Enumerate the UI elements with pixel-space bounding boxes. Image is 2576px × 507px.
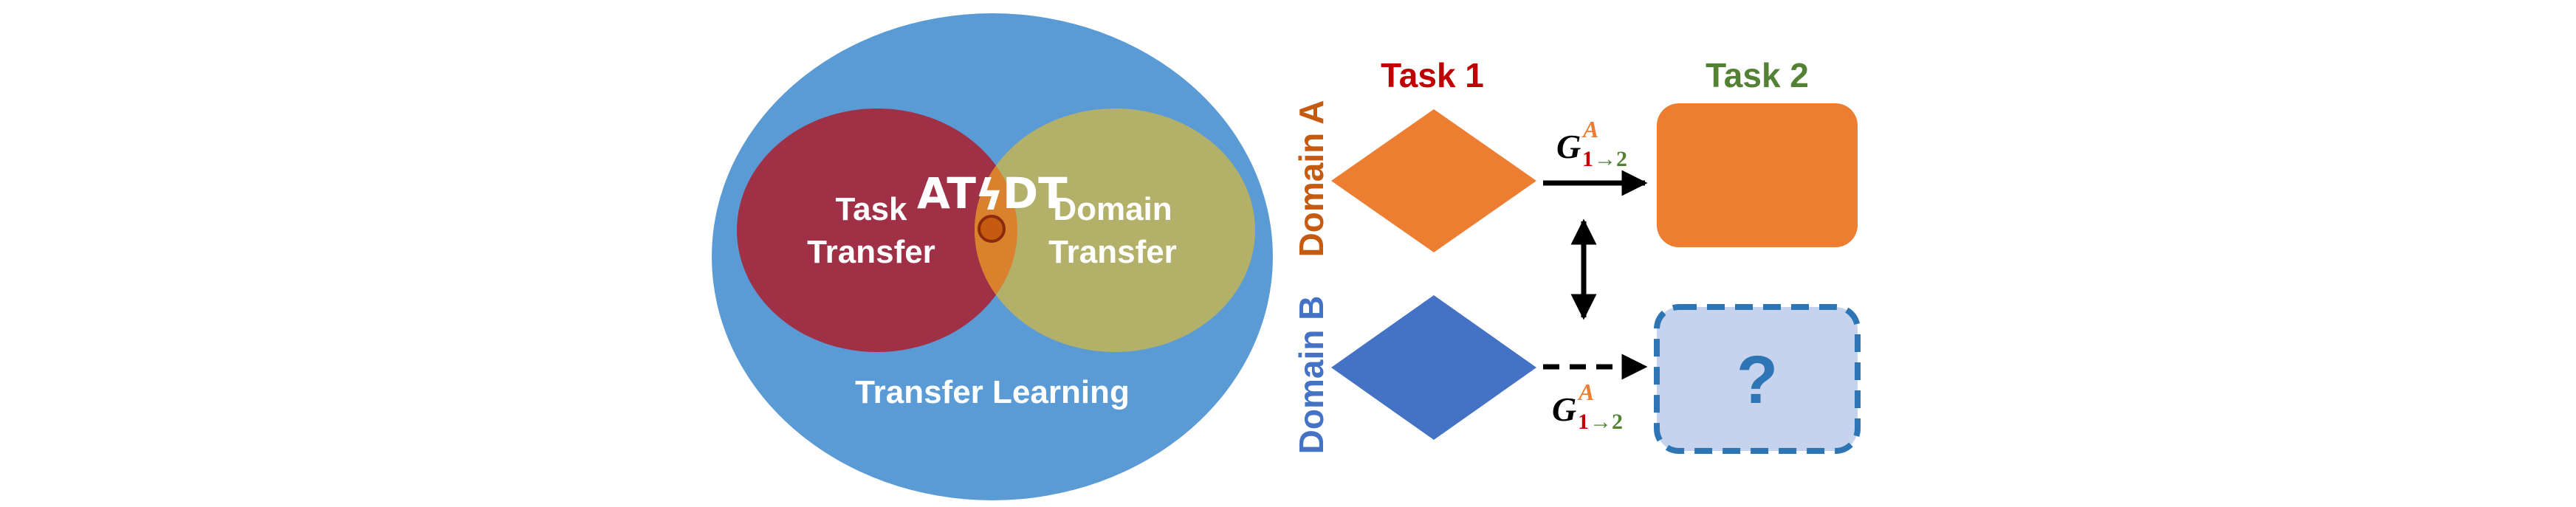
generator-top-subscript-arrow: →2 — [1594, 147, 1627, 171]
task1-domain-a-diamond — [1331, 109, 1536, 252]
generator-label-bottom: G A 1 →2 — [1552, 379, 1623, 434]
domain-transfer-label-line1: Domain — [1053, 191, 1172, 227]
generator-top-main: G — [1556, 128, 1581, 165]
generator-top-superscript: A — [1581, 116, 1598, 142]
atdt-logo-left: AT — [917, 168, 976, 218]
task1-domain-b-diamond — [1331, 295, 1536, 440]
generator-bottom-superscript: A — [1577, 379, 1594, 405]
task-transfer-label-line1: Task — [835, 191, 907, 227]
domain-b-label: Domain B — [1292, 296, 1330, 455]
atdt-logo: AT ϟ DT — [917, 168, 1068, 220]
atdt-logo-bolt: ϟ — [975, 170, 1003, 220]
domain-transfer-label-line2: Transfer — [1048, 234, 1177, 270]
atdt-logo-right: DT — [1003, 168, 1068, 218]
generator-bottom-subscript-from: 1 — [1578, 410, 1589, 434]
generator-label-top: G A 1 →2 — [1556, 116, 1627, 171]
task1-header: Task 1 — [1381, 56, 1484, 94]
unknown-question-mark: ? — [1737, 342, 1778, 418]
task2-domain-a-box — [1657, 103, 1858, 247]
generator-top-subscript-from: 1 — [1582, 147, 1593, 171]
task-transfer-circle — [737, 108, 1017, 352]
task-transfer-label-line2: Transfer — [807, 234, 935, 270]
venn-diagram: Task Transfer Domain Transfer Transfer L… — [712, 13, 1273, 500]
atdt-point — [978, 215, 1006, 243]
domain-transfer-circle — [975, 108, 1255, 352]
task-domain-grid: Task 1 Task 2 Domain A Domain B ? G A 1 … — [1292, 56, 1861, 455]
generator-bottom-main: G — [1552, 390, 1576, 428]
task2-domain-b-unknown-box — [1654, 304, 1861, 454]
task2-header: Task 2 — [1706, 56, 1809, 94]
transfer-learning-label: Transfer Learning — [855, 374, 1130, 410]
generator-bottom-subscript-arrow: →2 — [1590, 410, 1623, 434]
domain-a-label: Domain A — [1292, 100, 1330, 258]
